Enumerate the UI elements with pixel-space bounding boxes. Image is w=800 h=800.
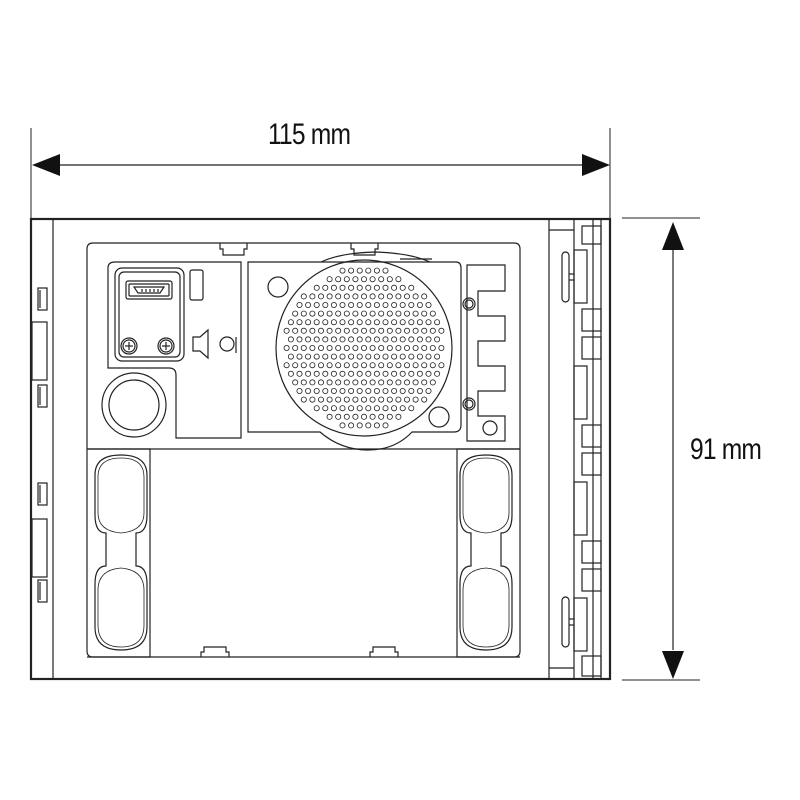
screw-hole-bottom-right	[428, 406, 450, 428]
control-panel	[101, 261, 242, 439]
device-housing	[29, 217, 612, 681]
arrow-right-icon	[582, 154, 610, 176]
height-dimension	[622, 217, 700, 681]
led-indicator	[189, 269, 204, 301]
arrow-left-icon	[32, 154, 60, 176]
microphone-opening	[101, 372, 167, 438]
left-edge-clips	[31, 287, 48, 603]
arrow-up-icon	[662, 222, 684, 250]
right-button-slot[interactable]	[456, 448, 520, 658]
height-dimension-label: 91 mm	[690, 433, 762, 466]
microphone-volume-trimmer[interactable]	[157, 337, 175, 355]
width-dimension	[30, 128, 611, 218]
speaker-grille	[275, 259, 453, 437]
speaker-panel	[247, 251, 462, 451]
microphone-symbol-icon	[219, 336, 237, 353]
terminal-bracket	[462, 264, 506, 442]
width-dimension-label: 115 mm	[268, 118, 351, 151]
speaker-volume-trimmer[interactable]	[120, 337, 138, 355]
screw-hole-top-left	[267, 276, 289, 298]
right-edge-rails	[548, 219, 602, 679]
arrow-down-icon	[662, 651, 684, 679]
mini-usb-port[interactable]	[125, 280, 173, 300]
left-button-slot[interactable]	[87, 448, 151, 658]
speaker-grille-holes	[283, 267, 445, 429]
speaker-symbol-icon	[192, 328, 209, 360]
module-frame	[86, 242, 521, 658]
